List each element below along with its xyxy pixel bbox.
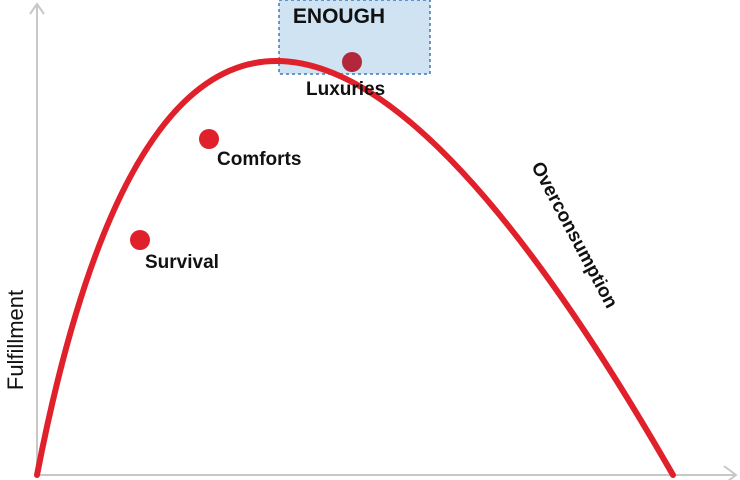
y-axis-label: Fulfillment	[3, 290, 28, 390]
luxuries-point	[342, 52, 362, 72]
x-axis-arrow	[723, 465, 738, 480]
y-axis-arrow	[29, 2, 45, 15]
stage-points	[130, 52, 362, 250]
comforts-label: Comforts	[217, 149, 301, 170]
enough-label: ENOUGH	[293, 5, 385, 28]
axes	[29, 2, 738, 480]
survival-point	[130, 230, 150, 250]
fulfillment-curve	[34, 58, 676, 478]
luxuries-label: Luxuries	[306, 79, 385, 100]
overconsumption-label: Overconsumption	[527, 158, 622, 311]
survival-label: Survival	[145, 252, 219, 273]
comforts-point	[199, 129, 219, 149]
